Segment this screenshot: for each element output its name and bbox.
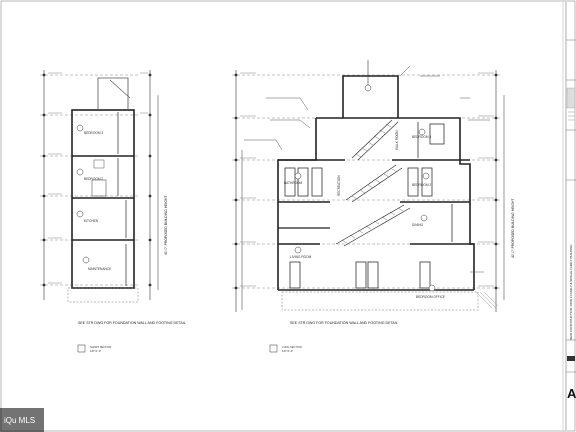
height-label: 40'-0" PROPOSED BUILDING HEIGHT [164,195,168,255]
room-label: BEDROOM OFFICE [416,295,445,299]
room-label: BEDROOM 3 [412,135,431,139]
section-tag-icon [77,344,86,353]
section-scale: 1/8"=1'-0" [90,349,101,353]
area-label: WALK ROOM [395,130,399,150]
room-label: DINING [412,223,424,227]
long-section-drawing: BEDROOM 3 BEDROOM 2 BATHROOM DINING LIVI… [232,60,515,353]
room-label: BEDROOM 2 [412,183,431,187]
room-label: KITCHEN [84,219,99,223]
section-tag-icon [269,344,278,353]
room-label: MAINTENANCE [88,267,111,271]
section-caption: SHORT SECTION [90,345,111,349]
room-label: BATHROOM [284,181,303,185]
short-section-drawing: BEDROOM 3 BEDROOM 2 KITCHEN MAINTENANCE … [40,70,186,353]
room-label: LIVING ROOM [290,255,312,259]
foundation-note: SEE STR DWG FOR FOUNDATION WALL AND FOOT… [78,321,186,325]
room-label: BEDROOM 3 [84,131,103,135]
section-scale: 1/8"=1'-0" [282,349,293,353]
title-block: NEW CONSTRUCTION: ROW 2 FAMILY & SINGLE … [566,39,576,401]
section-caption: LONG SECTION [282,345,302,349]
firm-logo [566,87,576,109]
foundation-note: SEE STR DWG FOR FOUNDATION WALL AND FOOT… [290,321,398,325]
height-label: 40'-0" PROPOSED BUILDING HEIGHT [511,198,515,258]
room-label: BEDROOM 2 [84,177,103,181]
project-title: NEW CONSTRUCTION: ROW 2 FAMILY & SINGLE … [569,244,573,340]
sheet-number: A [567,386,576,401]
area-label: RECREATION [337,175,341,196]
title-block-mark [567,356,575,361]
mls-watermark: iQu MLS [0,408,44,432]
